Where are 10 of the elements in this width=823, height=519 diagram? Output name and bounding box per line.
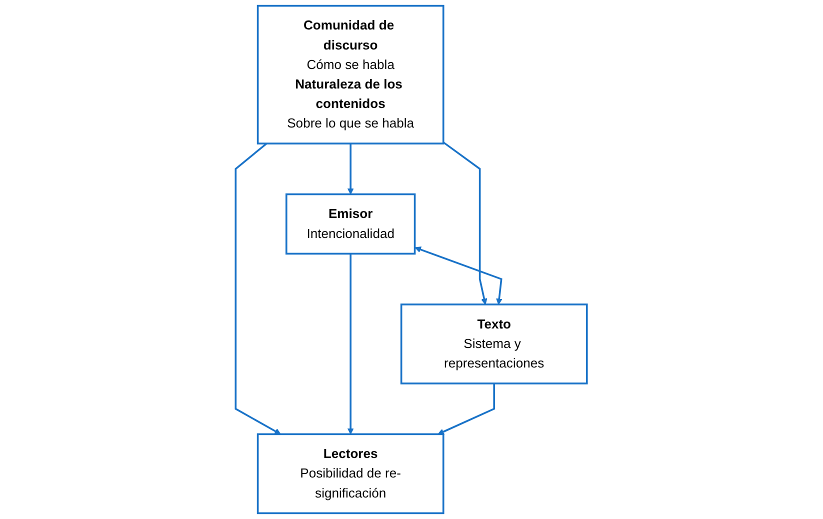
arrow <box>234 142 282 434</box>
node-box: Texto Sistema y representaciones <box>400 304 588 384</box>
arrow <box>443 142 488 305</box>
node-box: Emisor Intencionalidad <box>286 193 416 255</box>
arrow <box>438 383 496 435</box>
arrow <box>348 254 354 434</box>
arrow <box>348 144 354 195</box>
arrow <box>414 246 503 305</box>
node-box: Comunidad de discurso Cómo se habla Naturaleza de los contenidos Sobre lo que se habla <box>257 4 444 144</box>
node-box: Lectores Posibilidad de re-significación <box>257 433 444 514</box>
